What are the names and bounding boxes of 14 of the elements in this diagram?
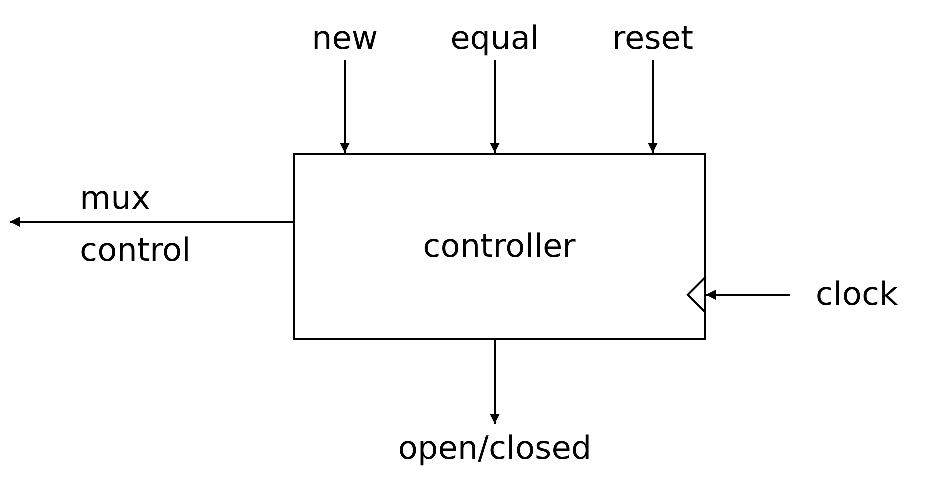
arrow [648,60,658,153]
arrow [490,60,500,153]
arrow [490,340,500,424]
signal-label: reset [612,21,694,57]
signal-label: new [312,21,378,57]
edge-label: mux control [80,178,192,271]
arrow [340,60,350,153]
arrow [706,290,790,300]
arrow [10,217,293,227]
box-label: controller [423,228,576,264]
signal-label: equal [450,21,540,57]
signal-label: open/closed [398,431,592,467]
signal-label: clock [816,277,898,313]
controller-box [293,153,706,340]
